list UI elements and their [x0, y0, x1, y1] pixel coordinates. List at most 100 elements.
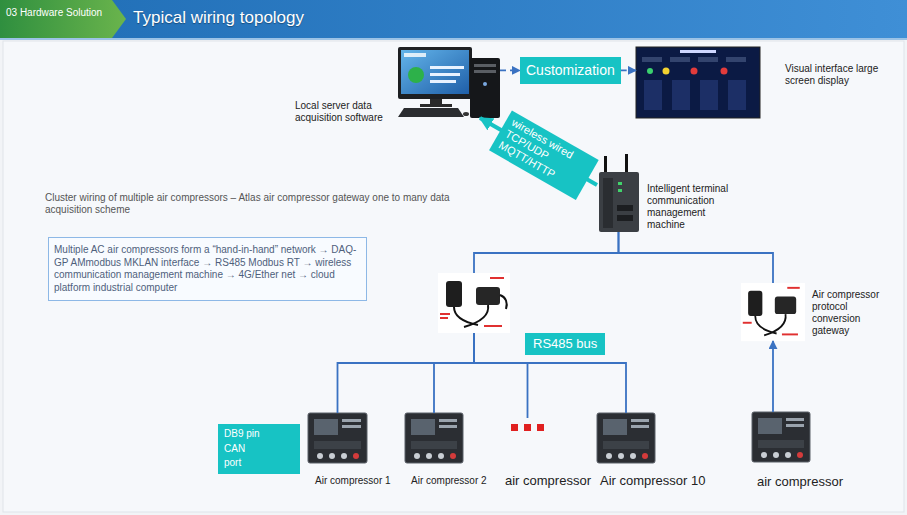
- screen-heading-bar: [680, 50, 716, 53]
- info-box: Multiple AC air compressors form a “hand…: [48, 237, 367, 301]
- controller-key: [618, 453, 624, 459]
- connector: [772, 341, 774, 412]
- scheme-heading: Cluster wiring of multiple air compresso…: [45, 192, 470, 216]
- controller-strip: [631, 425, 649, 428]
- node-label: Intelligent terminal communication manag…: [647, 183, 735, 231]
- controller-panel: [314, 441, 361, 449]
- data-column: [644, 80, 662, 110]
- cable: [500, 295, 507, 309]
- server-node: Local server data acquisition software: [395, 45, 500, 118]
- controller-body: [405, 413, 463, 463]
- customization-box: Customization: [520, 57, 621, 84]
- data-column: [672, 80, 690, 110]
- compressor-node: Air compressor 2: [405, 413, 463, 463]
- screen-line: [430, 73, 460, 76]
- node-label: air compressor: [505, 473, 591, 489]
- node-label: DB9 pin CAN port: [224, 427, 262, 471]
- status-dot: [721, 68, 728, 75]
- gateway-node: [438, 273, 510, 333]
- compressor-node: Air compressor 10: [597, 413, 655, 463]
- display-screen-node: Visual interface large screen display: [636, 47, 760, 118]
- controller-strip: [631, 419, 649, 422]
- tower-slot: [474, 70, 496, 73]
- controller-strip: [439, 419, 457, 422]
- controller-icon: [597, 413, 655, 463]
- connector: [619, 232, 774, 283]
- controller-panel: [411, 441, 457, 449]
- controller-key: [426, 453, 432, 459]
- status-dot: [663, 68, 670, 75]
- node-label: Local server data acquisition software: [295, 100, 387, 124]
- router-led: [618, 189, 622, 192]
- server-computer-icon: [398, 47, 500, 118]
- page-title: Typical wiring topology: [133, 8, 304, 28]
- red-mark: [787, 287, 799, 289]
- connector: [500, 70, 520, 72]
- controller-screen: [758, 418, 782, 434]
- controller-icon: [405, 413, 463, 463]
- controller-key: [773, 452, 779, 458]
- node-label: Air compressor 1: [315, 475, 391, 487]
- connector: [434, 333, 474, 413]
- node-label: Visual interface large screen display: [785, 63, 885, 87]
- red-square: [511, 424, 518, 431]
- controller-body: [597, 413, 655, 463]
- controller-icon: [752, 412, 810, 462]
- ellipsis-squares: [511, 424, 544, 431]
- router-port: [617, 215, 633, 221]
- header-rule: [0, 38, 907, 40]
- router-body: [599, 172, 639, 232]
- header-bar: [0, 0, 907, 38]
- status-dot: [647, 68, 653, 74]
- panel-tab: [670, 57, 690, 62]
- router-port: [617, 205, 633, 211]
- screen-line: [430, 80, 456, 83]
- screen-bar: [404, 53, 426, 57]
- controller-key: [797, 452, 803, 458]
- adapter: [748, 291, 762, 316]
- cable: [464, 305, 488, 327]
- controller-key: [761, 452, 767, 458]
- controller-key: [317, 453, 323, 459]
- node-label: Multiple AC air compressors form a “hand…: [54, 244, 361, 294]
- controller-strip: [786, 418, 804, 421]
- node-label: Air compressor 2: [411, 475, 487, 487]
- gateway-photo: [741, 283, 805, 341]
- controller-key: [785, 452, 791, 458]
- compressor-node: Air compressor 1: [308, 413, 367, 463]
- protocol-band: wireless wired TCP/UDP MQTT/HTTP: [490, 110, 599, 199]
- red-square: [524, 424, 531, 431]
- controller-key: [606, 453, 612, 459]
- router-node: Intelligent terminal communication manag…: [597, 154, 640, 232]
- controller-screen: [314, 419, 338, 435]
- red-mark: [440, 317, 448, 319]
- controller-screen: [603, 419, 627, 435]
- photo-ground: [741, 283, 805, 341]
- controller-panel: [758, 440, 804, 448]
- compressor-node: air compressor: [752, 412, 810, 462]
- controller-key: [630, 453, 636, 459]
- controller-panel: [603, 441, 649, 449]
- red-mark: [490, 277, 504, 279]
- red-square: [537, 424, 544, 431]
- pc-tower: [470, 58, 500, 118]
- controller-key: [438, 453, 444, 459]
- screen-line: [430, 66, 464, 69]
- data-column: [728, 80, 746, 110]
- bus-tag: RS485 bus: [525, 333, 605, 355]
- connector: [474, 333, 528, 418]
- controller-body: [308, 413, 367, 463]
- panel-tab: [726, 57, 746, 62]
- panel-tab: [642, 57, 662, 62]
- router-rail: [603, 178, 613, 228]
- tower-slot: [474, 64, 496, 67]
- cable: [764, 314, 786, 335]
- connector: [474, 333, 626, 413]
- adapter: [476, 287, 500, 305]
- gateway-photo: [438, 273, 510, 333]
- screen-logo: [408, 67, 424, 83]
- monitor-frame: [398, 47, 472, 99]
